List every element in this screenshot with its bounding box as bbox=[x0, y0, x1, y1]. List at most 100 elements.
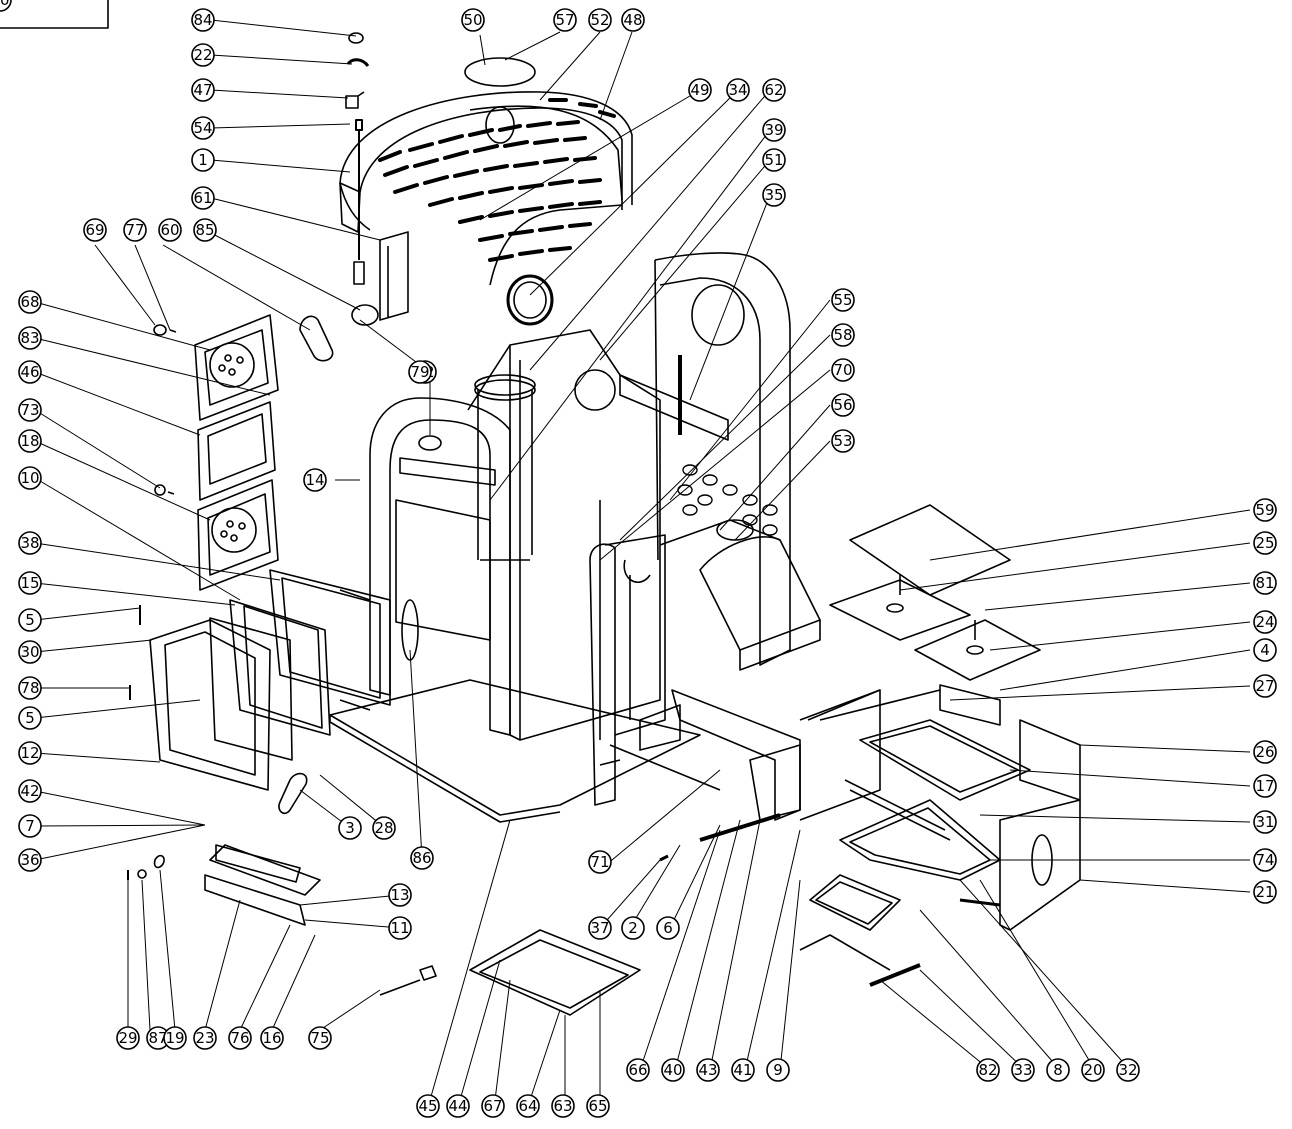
callout-number: 63 bbox=[553, 1097, 572, 1115]
callout-24: 24 bbox=[1253, 610, 1277, 634]
loose-parts bbox=[127, 324, 781, 996]
callout-balloon bbox=[228, 1026, 252, 1050]
callout-30: 30 bbox=[18, 640, 42, 664]
rear-panel bbox=[619, 252, 791, 666]
callout-balloon bbox=[1253, 848, 1277, 872]
callout-number: 18 bbox=[20, 432, 39, 450]
callout-balloon bbox=[0, 0, 12, 12]
callout-balloon bbox=[588, 850, 612, 874]
callout-47: 47 bbox=[191, 78, 215, 102]
callout-number: 26 bbox=[1255, 743, 1274, 761]
callout-21: 21 bbox=[1253, 880, 1277, 904]
callout-number: 66 bbox=[628, 1061, 647, 1079]
callout-43: 43 bbox=[696, 1058, 720, 1082]
callout-balloon bbox=[621, 916, 645, 940]
callout-number: 67 bbox=[483, 1097, 502, 1115]
callout-number: 57 bbox=[555, 11, 574, 29]
callout-number: 46 bbox=[20, 363, 39, 381]
callout-number: 71 bbox=[590, 853, 609, 871]
callout-11: 11 bbox=[388, 916, 412, 940]
callout-number: 22 bbox=[193, 46, 212, 64]
callout-balloon bbox=[1253, 774, 1277, 798]
top-plate bbox=[464, 57, 536, 87]
leader-lines bbox=[34, 19, 1251, 1101]
callout-number: 4 bbox=[1260, 641, 1270, 659]
callout-balloon bbox=[1046, 1058, 1070, 1082]
heat-shield-hood bbox=[659, 519, 821, 671]
callout-70: 70 bbox=[831, 358, 855, 382]
callout-77: 77 bbox=[123, 218, 147, 242]
callout-balloon bbox=[831, 429, 855, 453]
callout-balloon bbox=[191, 116, 215, 140]
callout-balloon bbox=[731, 1058, 755, 1082]
callout-balloon bbox=[18, 848, 42, 872]
callout-balloon bbox=[1081, 1058, 1105, 1082]
callout-number: 64 bbox=[518, 1097, 537, 1115]
callout-balloon bbox=[18, 466, 42, 490]
callout-balloon bbox=[193, 218, 217, 242]
callout-37: 37 bbox=[588, 916, 612, 940]
callout-number: 70 bbox=[833, 361, 852, 379]
callout-balloon bbox=[116, 1026, 140, 1050]
callout-number: 87 bbox=[148, 1029, 167, 1047]
callout-number: 79 bbox=[410, 363, 429, 381]
callout-balloon bbox=[588, 916, 612, 940]
callout-number: 73 bbox=[20, 401, 39, 419]
callout-76: 76 bbox=[228, 1026, 252, 1050]
callout-80: 80 bbox=[0, 0, 12, 12]
callout-balloon bbox=[18, 429, 42, 453]
callout-number: 62 bbox=[764, 81, 783, 99]
callout-balloon bbox=[976, 1058, 1000, 1082]
callout-number: 39 bbox=[764, 121, 783, 139]
callout-19: 19 bbox=[163, 1026, 187, 1050]
lower-components bbox=[599, 684, 1081, 931]
callout-3: 3 bbox=[338, 816, 362, 840]
grate bbox=[799, 874, 921, 987]
firebox-body bbox=[329, 329, 701, 823]
damper-disc bbox=[351, 304, 379, 326]
frame-corner bbox=[0, 0, 109, 29]
callout-balloon bbox=[831, 288, 855, 312]
callout-number: 41 bbox=[733, 1061, 752, 1079]
callout-53: 53 bbox=[831, 429, 855, 453]
callout-balloon bbox=[18, 326, 42, 350]
callout-balloon bbox=[762, 183, 786, 207]
callout-number: 55 bbox=[833, 291, 852, 309]
callout-number: 2 bbox=[628, 919, 638, 937]
callout-number: 43 bbox=[698, 1061, 717, 1079]
callout-39: 39 bbox=[762, 118, 786, 142]
callout-number: 20 bbox=[1083, 1061, 1102, 1079]
callout-balloon bbox=[553, 8, 577, 32]
callout-balloon bbox=[661, 1058, 685, 1082]
callout-balloon bbox=[551, 1094, 575, 1118]
callout-balloon bbox=[726, 78, 750, 102]
callout-number: 50 bbox=[463, 11, 482, 29]
callout-balloon bbox=[621, 8, 645, 32]
callout-54: 54 bbox=[191, 116, 215, 140]
callout-25: 25 bbox=[1253, 531, 1277, 555]
callout-balloon bbox=[446, 1094, 470, 1118]
callout-balloon bbox=[303, 468, 327, 492]
callout-6: 6 bbox=[656, 916, 680, 940]
callout-number: 31 bbox=[1255, 813, 1274, 831]
callout-number: 68 bbox=[20, 293, 39, 311]
callout-number: 47 bbox=[193, 81, 212, 99]
callout-number: 61 bbox=[193, 189, 212, 207]
callout-balloon bbox=[626, 1058, 650, 1082]
callout-balloon bbox=[1011, 1058, 1035, 1082]
callout-balloon bbox=[18, 814, 42, 838]
callout-number: 27 bbox=[1255, 677, 1274, 695]
callout-66: 66 bbox=[626, 1058, 650, 1082]
callout-4: 4 bbox=[1253, 638, 1277, 662]
callout-33: 33 bbox=[1011, 1058, 1035, 1082]
callout-58: 58 bbox=[831, 323, 855, 347]
callout-number: 78 bbox=[20, 679, 39, 697]
callout-number: 76 bbox=[230, 1029, 249, 1047]
callout-balloon bbox=[1253, 498, 1277, 522]
callout-balloon bbox=[18, 779, 42, 803]
callout-number: 65 bbox=[588, 1097, 607, 1115]
callout-number: 1 bbox=[198, 151, 208, 169]
callout-balloon bbox=[18, 290, 42, 314]
callout-balloon bbox=[158, 218, 182, 242]
